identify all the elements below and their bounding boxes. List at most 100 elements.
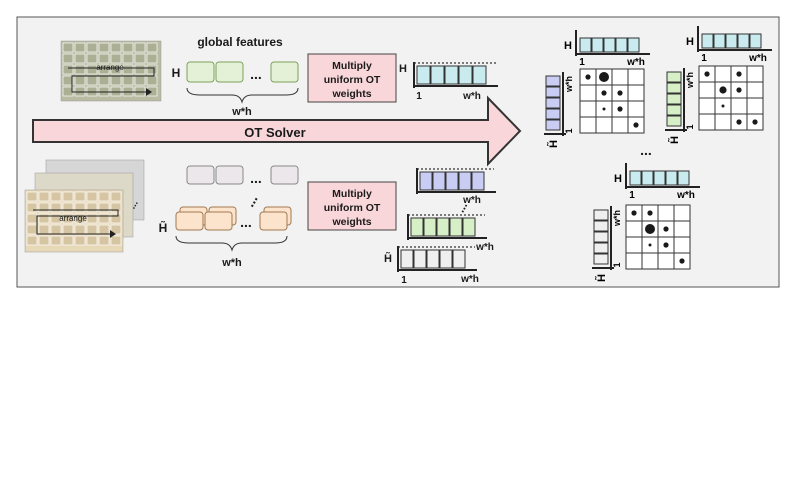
weight-bar (400, 249, 414, 269)
weight-bar (545, 86, 561, 98)
image-patch (62, 64, 74, 75)
axis-one-label: 1 (701, 53, 707, 64)
h-tilde-label: H̃ (595, 274, 608, 282)
matrix-cell (625, 252, 643, 270)
transport-mass-dot (633, 122, 639, 128)
multiply-line-3: weights (331, 216, 371, 228)
image-patch (86, 235, 98, 246)
transport-mass-dot (585, 74, 591, 80)
matrix-cell (595, 116, 613, 134)
axis-one-label: 1 (416, 91, 422, 102)
ellipsis: ... (640, 142, 652, 158)
matrix-cell (698, 97, 716, 115)
transport-mass-dot (663, 226, 669, 232)
image-patch (62, 42, 74, 53)
arrange-path (68, 67, 155, 93)
weight-bar (545, 108, 561, 120)
matrix-cell (673, 220, 691, 238)
image-patch (98, 224, 110, 235)
weight-bar (458, 65, 473, 85)
h-tilde-label: H̃ (547, 140, 560, 148)
weight-bar (430, 65, 445, 85)
local-feature-tokens (175, 206, 292, 231)
matrix-cell (714, 113, 732, 131)
image-patch (50, 202, 62, 213)
transport-mass-dot (617, 90, 623, 96)
weight-bar (449, 217, 463, 237)
image-patch (122, 64, 134, 75)
arrange-label: arrange (96, 63, 124, 72)
weight-bar (666, 71, 682, 83)
image-patch (110, 235, 122, 246)
weight-bar (593, 209, 609, 221)
transport-mass-dot (602, 107, 606, 111)
axis-wh-label: w*h (748, 53, 767, 64)
arrange-path (33, 209, 119, 235)
matrix-cell (641, 252, 659, 270)
image-patch (74, 191, 86, 202)
image-patch (74, 42, 86, 53)
image-patch (38, 213, 50, 224)
weight-bar (665, 170, 678, 186)
weight-bar (410, 217, 424, 237)
image-patch (86, 224, 98, 235)
image-patch (62, 224, 74, 235)
ellipsis: ... (250, 66, 262, 82)
h-label: H (172, 66, 181, 80)
image-patch (98, 213, 110, 224)
image-patch (86, 42, 98, 53)
image-patch (86, 53, 98, 64)
transport-mass-dot (679, 258, 685, 264)
weight-bar (436, 217, 450, 237)
matrix-cell (730, 97, 748, 115)
multiply-line-2: uniform OT (324, 202, 381, 214)
h-axis-label: H (399, 63, 407, 75)
axis-one-label: 1 (612, 262, 622, 267)
weight-bar (545, 75, 561, 87)
image-patch (86, 64, 98, 75)
weight-bar (462, 217, 476, 237)
feature-token (270, 61, 299, 83)
transport-mass-dot (752, 119, 758, 125)
axis-wh-label: w*h (564, 76, 574, 93)
image-patch (146, 64, 158, 75)
matrix-cell (627, 100, 645, 118)
weight-bar (591, 37, 604, 53)
weight-bar (713, 33, 726, 49)
multiply-line-2: uniform OT (324, 74, 381, 86)
weight-bar (426, 249, 440, 269)
weight-bar (413, 249, 427, 269)
multiply-weights-box-top: Multiply uniform OT weights (307, 53, 397, 103)
h-tilde-axis-label: H̃ (384, 252, 392, 265)
weight-bar (593, 220, 609, 232)
feature-token (215, 61, 244, 83)
image-patch (62, 53, 74, 64)
matrix-cell (657, 204, 675, 222)
wh-label: w*h (231, 106, 252, 118)
matrix-cell (625, 236, 643, 254)
image-patch (50, 213, 62, 224)
image-patch (98, 42, 110, 53)
arrange-arrow-head (110, 230, 116, 238)
weight-bar (416, 65, 431, 85)
image-patch (122, 42, 134, 53)
weight-bar (725, 33, 738, 49)
ellipsis: ... (240, 214, 252, 230)
image-patch (110, 213, 122, 224)
weight-bar (629, 170, 642, 186)
image-patch (38, 224, 50, 235)
image-patch (122, 53, 134, 64)
matrix-cell (611, 116, 629, 134)
image-patch (26, 224, 38, 235)
weight-bar (653, 170, 666, 186)
weight-bar (627, 37, 640, 53)
image-patch (98, 75, 110, 86)
image-patch (110, 64, 122, 75)
image-patch (110, 191, 122, 202)
image-patch (50, 224, 62, 235)
axis-wh-label: w*h (685, 72, 695, 89)
h-tilde-label: H̃ (668, 136, 681, 144)
matrix-cell (746, 81, 764, 99)
weight-bar (593, 253, 609, 265)
